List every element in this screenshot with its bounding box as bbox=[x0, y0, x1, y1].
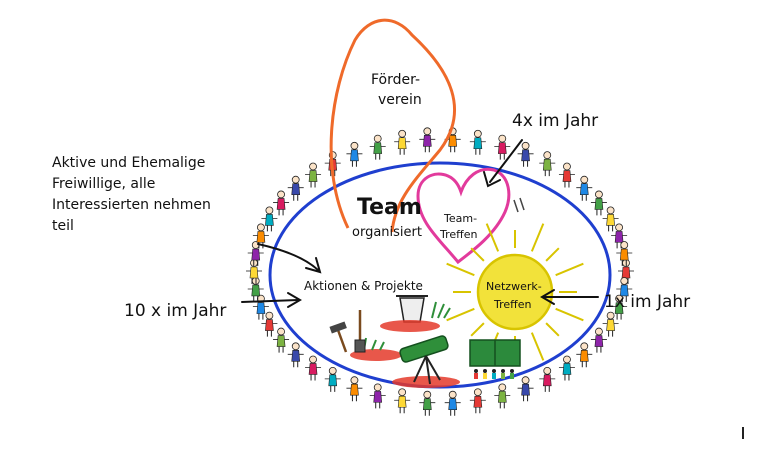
frequency-aktionen-label: 10 x im Jahr bbox=[124, 301, 226, 321]
person-figure bbox=[444, 390, 461, 416]
person-figure bbox=[346, 141, 363, 167]
heart-motion-mark bbox=[519, 197, 525, 211]
team-treffen-heart bbox=[416, 167, 511, 265]
telescope-stand bbox=[413, 355, 441, 385]
person-figure bbox=[590, 327, 607, 353]
sun-ray bbox=[555, 262, 584, 277]
person-figure bbox=[616, 241, 633, 267]
person-figure bbox=[611, 294, 628, 320]
sun-ray bbox=[545, 247, 560, 262]
telescope-icon bbox=[399, 335, 449, 363]
participants-note-line: Freiwillige, alle bbox=[52, 176, 156, 192]
person-figure bbox=[602, 206, 619, 232]
community-circle bbox=[268, 161, 612, 389]
person-figure bbox=[494, 383, 511, 409]
foerderverein-label: verein bbox=[378, 92, 422, 108]
team-treffen-label: Team- bbox=[443, 212, 477, 225]
participants-note-line: Aktive und Ehemalige bbox=[52, 155, 206, 171]
netzwerk-treffen-label: Treffen bbox=[493, 298, 531, 311]
people-ring bbox=[246, 127, 634, 416]
sun-ray bbox=[530, 223, 545, 252]
sun-ray bbox=[545, 322, 560, 337]
soil-patch bbox=[392, 376, 460, 388]
board-person bbox=[510, 369, 514, 379]
participants-note-line: teil bbox=[52, 218, 74, 234]
board-person bbox=[474, 369, 478, 379]
foerderverein-label: Förder- bbox=[371, 72, 420, 88]
sun-ray bbox=[555, 307, 584, 322]
person-figure bbox=[261, 206, 278, 232]
person-figure bbox=[558, 355, 575, 381]
team-treffen-label: Treffen bbox=[439, 228, 477, 241]
person-figure bbox=[494, 134, 511, 160]
team-label: Team bbox=[357, 195, 422, 220]
person-figure bbox=[611, 223, 628, 249]
heart-motion-mark bbox=[513, 199, 519, 213]
hammer-head bbox=[329, 321, 347, 334]
netzwerk-treffen-label: Netzwerk- bbox=[486, 280, 542, 293]
frequency-netzwerk-label: 1x im Jahr bbox=[604, 292, 690, 312]
person-figure bbox=[346, 376, 363, 402]
arrow-team-head bbox=[483, 171, 501, 188]
person-figure bbox=[273, 190, 290, 216]
person-figure bbox=[287, 175, 304, 201]
foerderverein-shape bbox=[329, 18, 456, 233]
person-figure bbox=[369, 383, 386, 409]
board-person bbox=[492, 369, 496, 379]
person-figure bbox=[469, 129, 486, 155]
sun-ray bbox=[446, 307, 475, 322]
frequency-team-label: 4x im Jahr bbox=[512, 111, 598, 131]
arrow-intro-head bbox=[305, 257, 322, 274]
plant-icon bbox=[363, 337, 385, 351]
plant-icon bbox=[431, 301, 451, 319]
person-figure bbox=[517, 376, 534, 402]
person-figure bbox=[539, 366, 556, 392]
page-mark bbox=[742, 427, 744, 439]
person-figure bbox=[324, 366, 341, 392]
sun-rays bbox=[446, 223, 584, 361]
bin-icon bbox=[399, 297, 425, 323]
person-figure bbox=[602, 311, 619, 337]
person-figure bbox=[539, 151, 556, 177]
person-figure bbox=[287, 342, 304, 368]
arrow-team bbox=[489, 139, 523, 183]
shovel-blade bbox=[354, 339, 366, 353]
person-figure bbox=[469, 388, 486, 414]
person-figure bbox=[419, 127, 436, 153]
soil-patch bbox=[380, 320, 440, 332]
person-figure bbox=[273, 327, 290, 353]
participants-note-line: Interessierten nehmen bbox=[52, 197, 211, 213]
sun-ray bbox=[485, 223, 500, 252]
team-organisiert-label: organisiert bbox=[352, 225, 422, 240]
aktionen-illustration bbox=[329, 295, 521, 388]
person-figure bbox=[369, 134, 386, 160]
arrow-intro bbox=[257, 243, 319, 271]
person-figure bbox=[394, 129, 411, 155]
person-figure bbox=[558, 162, 575, 188]
board-person bbox=[483, 369, 487, 379]
sun-ray bbox=[530, 332, 545, 361]
board-people bbox=[474, 369, 514, 379]
person-figure bbox=[517, 141, 534, 167]
sun-ray bbox=[470, 322, 485, 337]
board-person bbox=[501, 369, 505, 379]
person-figure bbox=[590, 190, 607, 216]
person-figure bbox=[576, 175, 593, 201]
aktionen-projekte-label: Aktionen & Projekte bbox=[304, 279, 423, 293]
person-figure bbox=[252, 294, 269, 320]
person-figure bbox=[576, 342, 593, 368]
arrow-netzwerk-head bbox=[540, 289, 555, 305]
arrow-aktionen-head bbox=[287, 292, 302, 308]
arrow-aktionen bbox=[241, 299, 299, 303]
hammer-icon bbox=[336, 329, 348, 353]
person-figure bbox=[305, 355, 322, 381]
person-figure bbox=[419, 390, 436, 416]
person-figure bbox=[305, 162, 322, 188]
person-figure bbox=[394, 388, 411, 414]
sun-ray bbox=[446, 262, 475, 277]
person-figure bbox=[261, 311, 278, 337]
sun-ray bbox=[470, 247, 485, 262]
